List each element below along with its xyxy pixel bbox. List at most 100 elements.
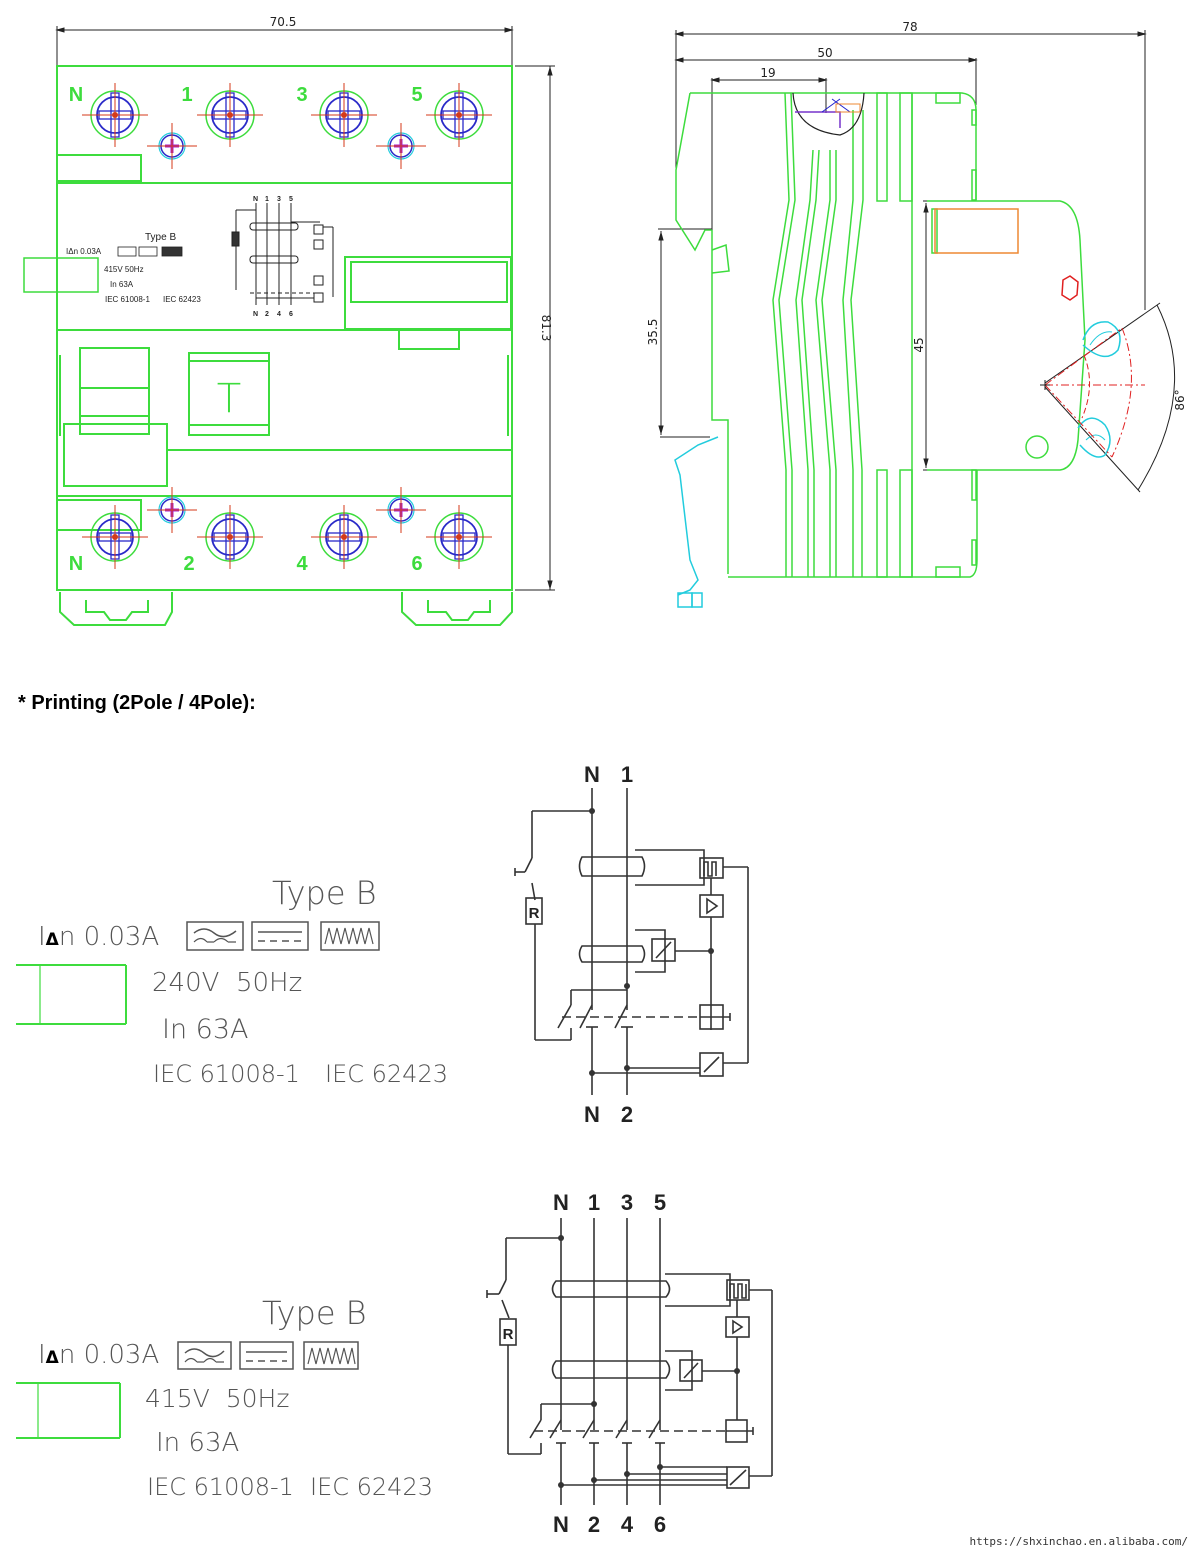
terminal-screw-icon: [311, 505, 377, 569]
test-circuit-icon: [726, 1466, 750, 1489]
label-window-box: [16, 964, 127, 1025]
svg-text:4: 4: [277, 311, 281, 318]
delta-symbol: Δ: [45, 930, 59, 950]
mini-std1: IEC 61008-1: [105, 295, 150, 304]
terminal-top-n: N: [584, 762, 600, 787]
terminal-screw-icon: [82, 505, 148, 569]
width-dimension-label: 70.5: [270, 15, 297, 29]
dc-icon: [239, 1341, 294, 1370]
label-4pole: Type B IΔn 0.03A 415V 50Hz In 63A IEC 61…: [0, 1290, 460, 1530]
label-2pole: Type B IΔn 0.03A 240V 50Hz In 63A IEC 61…: [0, 860, 460, 1100]
label-std2: IEC 62423: [310, 1473, 433, 1501]
height-dimension-label: 81.3: [539, 315, 553, 342]
terminal-label-bottom: N: [69, 553, 83, 575]
delta-symbol: Δ: [45, 1348, 59, 1368]
top-terminal-row: N 1 3 5: [69, 83, 492, 169]
svg-text:6: 6: [289, 311, 293, 318]
terminal-label-top: 5: [411, 84, 422, 106]
label-voltage: 415V 50Hz: [145, 1384, 290, 1413]
label-current: In 63A: [162, 1014, 249, 1045]
schematic-4pole: R N 1 3 5 N 2 4 6: [486, 1190, 773, 1537]
svg-text:3: 3: [277, 196, 281, 203]
front-mini-label: Type B IΔn 0.03A 415V 50Hz In 63A IEC 61…: [66, 232, 201, 304]
amplifier-icon: [725, 1316, 750, 1338]
terminal-bottom-6: 6: [654, 1512, 666, 1537]
idn-suffix: n 0.03A: [58, 922, 160, 952]
terminal-top-3: 3: [621, 1190, 633, 1215]
label-idn: IΔn 0.03A: [38, 922, 159, 952]
terminal-label-top: 3: [296, 84, 307, 106]
mini-type: Type B: [145, 232, 176, 243]
terminal-bottom-n: N: [584, 1102, 600, 1127]
mini-waveform-icons: [117, 246, 183, 257]
schematic-2pole: R N 1 N 2: [514, 762, 749, 1127]
terminal-top-5: 5: [654, 1190, 666, 1215]
svg-text:N: N: [253, 311, 258, 318]
terminal-label-top: 1: [181, 84, 192, 106]
side-dimensions: [658, 30, 1176, 493]
terminal-label-bottom: 4: [296, 553, 308, 575]
label-window-box: [16, 1382, 121, 1439]
terminal-screw-icon: [426, 505, 492, 569]
ac-pulsating-icon: [186, 921, 244, 951]
test-circuit-icon: [699, 1052, 724, 1077]
fixing-screw-icon: [147, 123, 197, 169]
label-type: Type B: [262, 1294, 367, 1332]
depth-78-label: 78: [902, 20, 917, 34]
amplifier-icon: [699, 894, 724, 918]
label-std1: IEC 61008-1: [153, 1060, 300, 1088]
depth-19-label: 19: [760, 66, 775, 80]
svg-text:1: 1: [265, 196, 269, 203]
test-button-label[interactable]: T: [217, 376, 241, 422]
resistor-label: R: [529, 905, 540, 922]
front-dimensions: [55, 26, 555, 591]
ac-pulsating-icon: [177, 1341, 232, 1370]
mini-current: In 63A: [110, 280, 134, 289]
terminal-label-bottom: 6: [411, 553, 422, 575]
fixing-screw-icon: [147, 487, 197, 533]
fixing-screw-icon: [376, 487, 426, 533]
label-type: Type B: [272, 874, 377, 912]
handle-angle-label: 86°: [1173, 389, 1187, 410]
source-url-watermark: https://shxinchao.en.alibaba.com/: [969, 1535, 1188, 1548]
idn-suffix: n 0.03A: [58, 1340, 160, 1370]
terminal-screw-icon: [197, 83, 263, 147]
idn-prefix: I: [38, 1340, 46, 1370]
terminal-bottom-n: N: [553, 1512, 569, 1537]
waveform-icons: [186, 921, 380, 951]
terminal-screw-icon: [197, 505, 263, 569]
terminal-bottom-2: 2: [621, 1102, 633, 1127]
high-frequency-icon: [303, 1341, 359, 1370]
label-std1: IEC 61008-1: [147, 1473, 294, 1501]
waveform-icons: [177, 1341, 359, 1370]
terminal-screw-icon: [82, 83, 148, 147]
terminal-top-1: 1: [621, 762, 633, 787]
mini-voltage: 415V 50Hz: [104, 265, 144, 274]
mini-schematic-terminals: N 1 3 5 N 2 4 6: [253, 196, 293, 318]
terminal-label-top: N: [69, 84, 83, 106]
mini-idn: IΔn 0.03A: [66, 247, 102, 256]
side-view-drawing: 78 50 19 35.5 45 86°: [646, 20, 1187, 608]
label-current: In 63A: [156, 1428, 240, 1458]
resistor-label: R: [503, 1326, 514, 1343]
terminal-screw-icon: [426, 83, 492, 147]
label-std2: IEC 62423: [325, 1060, 448, 1088]
rail-height-label: 35.5: [646, 319, 660, 346]
mini-std2: IEC 62423: [163, 295, 201, 304]
side-view-detail: [674, 92, 1145, 608]
resistor-r: [525, 897, 543, 925]
svg-text:5: 5: [289, 196, 293, 203]
label-idn: IΔn 0.03A: [38, 1340, 159, 1370]
depth-50-label: 50: [817, 46, 832, 60]
relay-icon: [651, 938, 676, 962]
idn-prefix: I: [38, 922, 46, 952]
terminal-screw-icon: [311, 83, 377, 147]
front-body-outline: [23, 65, 513, 626]
fixing-screw-icon: [376, 123, 426, 169]
label-voltage: 240V 50Hz: [152, 968, 303, 998]
terminal-bottom-2: 2: [588, 1512, 600, 1537]
terminal-top-n: N: [553, 1190, 569, 1215]
terminal-top-1: 1: [588, 1190, 600, 1215]
